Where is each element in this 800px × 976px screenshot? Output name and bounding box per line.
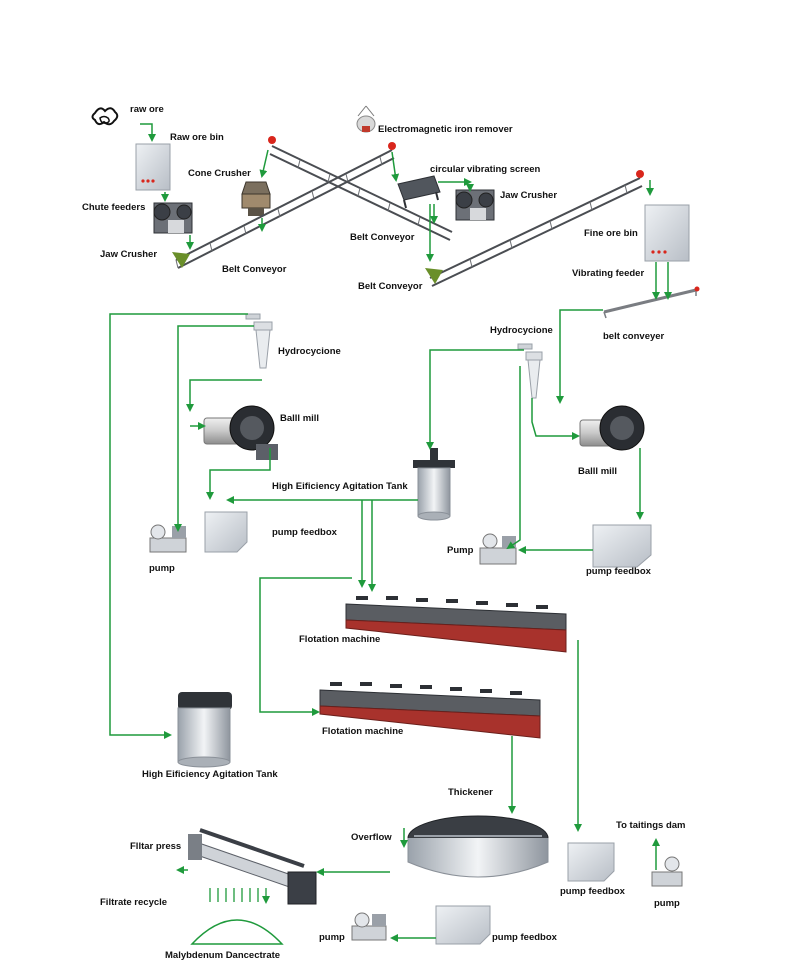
ball-mill-left-icon [203, 405, 278, 460]
hydrocyclone-left-icon [245, 313, 273, 369]
thickener-icon [407, 815, 549, 878]
flotation-machine-2-icon [319, 682, 541, 739]
label-raw-ore-bin: Raw ore bin [170, 132, 224, 143]
belt-conveyor-long [425, 170, 644, 287]
flow-arrows [109, 123, 672, 942]
label-agitation-tank-top: High Eificiency Agitation Tank [272, 481, 408, 492]
agitation-tank-top-icon [413, 448, 455, 521]
jaw-crusher-icon [455, 189, 495, 221]
jaw-crusher-icon [153, 202, 193, 234]
label-fine-ore-bin: Fine ore bin [584, 228, 638, 239]
label-chute-feeders: Chute feeders [82, 202, 146, 213]
pump-feedbox-bottom-icon [435, 905, 491, 945]
label-belt-conveyer: belt conveyer [603, 331, 665, 342]
cone-crusher-icon [241, 181, 271, 216]
flotation-machine-1-icon [345, 596, 567, 653]
label-pump-feedbox-bottom: pump feedbox [492, 932, 557, 943]
label-flotation-machine-1: Flotation machine [299, 634, 381, 645]
label-belt-conveyor-1: Belt Conveyor [222, 264, 287, 275]
raw-ore-icon [91, 107, 119, 126]
ball-mill-right-icon [579, 405, 645, 451]
label-jaw-crusher-left: Jaw Crusher [100, 249, 158, 260]
label-circular-vibrating-screen: circular vibrating screen [430, 164, 541, 175]
label-pump-feedbox-left: pump feedbox [272, 527, 337, 538]
circular-vibrating-screen-icon [397, 175, 441, 209]
pump-left-icon [149, 524, 187, 553]
label-pump-tailings: pump [654, 898, 680, 909]
pump-tailings-icon [651, 856, 683, 887]
pump-feedbox-left-icon [204, 511, 248, 553]
filter-drip-arrows [209, 888, 266, 902]
label-raw-ore: raw ore [130, 104, 164, 115]
label-concentrate: Malybdenum Dancectrate [165, 950, 281, 961]
label-pump-feedbox-right: pump feedbox [586, 566, 651, 577]
raw-ore-bin-icon [135, 143, 171, 191]
label-filter-press: Flltar press [130, 841, 182, 852]
label-cone-crusher: Cone Crusher [188, 168, 251, 179]
label-filtrate-recycle: Filtrate recycle [100, 897, 168, 908]
label-jaw-crusher-right: Jaw Crusher [500, 190, 558, 201]
label-pump-left: pump [149, 563, 175, 574]
fine-ore-bin-icon [644, 204, 690, 262]
pump-right-icon [479, 533, 517, 565]
filter-press-icon [188, 828, 317, 905]
belt-conveyer-short [603, 286, 700, 319]
belt-conveyor-diagonal-1 [172, 142, 396, 269]
label-overflow: Overflow [351, 832, 392, 843]
label-hydrocyclone-left: Hydrocycione [278, 346, 341, 357]
label-ball-mill-right: Balll mill [578, 466, 618, 477]
label-pump-bottom: pump [319, 932, 345, 943]
label-hydrocyclone-right: Hydrocycione [490, 325, 553, 336]
label-belt-conveyor-2: Belt Conveyor [350, 232, 415, 243]
agitation-tank-bottom-icon [177, 692, 232, 768]
label-pump-feedbox-tailings: pump feedbox [560, 886, 625, 897]
label-vibrating-feeder: Vibrating feeder [572, 268, 645, 279]
pump-feedbox-right-icon [592, 524, 652, 568]
label-belt-conveyor-3: Belt Conveyor [358, 281, 423, 292]
pump-feedbox-tailings-icon [567, 842, 615, 882]
label-tailings-dam: To taitings dam [616, 820, 686, 831]
label-pump-right: Pump [447, 545, 474, 556]
concentrate-pile-icon [190, 919, 284, 945]
label-flotation-machine-2: Flotation machine [322, 726, 404, 737]
label-thickener: Thickener [448, 787, 493, 798]
label-ball-mill-left: Balll mill [280, 413, 320, 424]
label-agitation-tank-bottom: High Eificiency Agitation Tank [142, 769, 278, 780]
pump-bottom-icon [351, 912, 387, 941]
belt-conveyor-diagonal-2 [268, 136, 453, 241]
label-electromagnetic-iron-remover: Electromagnetic iron remover [378, 124, 513, 135]
hydrocyclone-right-icon [517, 343, 543, 399]
iron-remover-icon [356, 105, 376, 133]
